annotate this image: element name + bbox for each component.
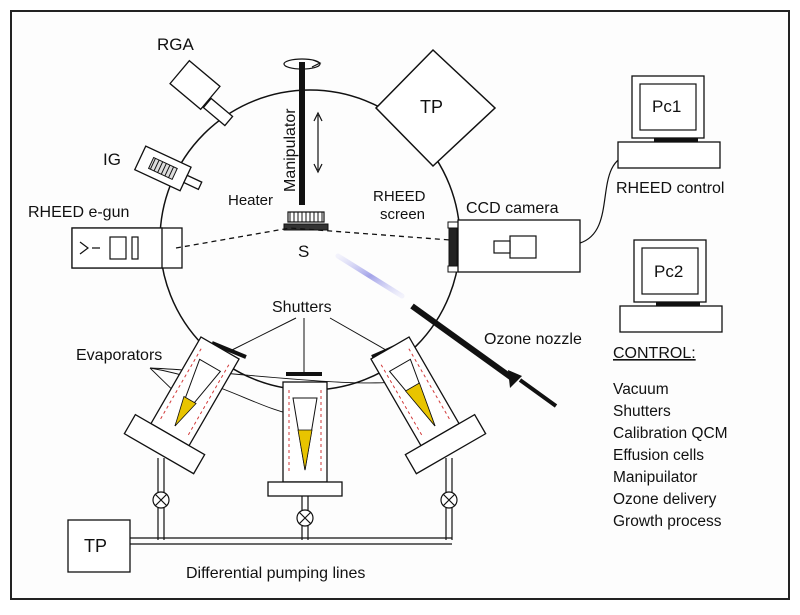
evaporator-left [123, 336, 240, 475]
valve-icon [440, 491, 458, 509]
tp-bottom-label: TP [84, 536, 107, 556]
turbo-pump-top [374, 48, 497, 168]
control-item: Vacuum [613, 381, 669, 398]
turbo-pump-bottom [67, 519, 131, 573]
evaporator-center [267, 381, 343, 497]
rga-port [169, 59, 234, 127]
differential-pumping-label: Differential pumping lines [186, 565, 365, 582]
pc1-computer [617, 75, 721, 169]
rheed-screen-label-1: RHEED [373, 188, 426, 205]
evaporators-label: Evaporators [76, 347, 162, 364]
ccd-camera [457, 219, 581, 273]
manipulator [283, 58, 323, 205]
manipulator-label: Manipulator [282, 108, 299, 192]
rga-label: RGA [157, 35, 195, 54]
valve-icon [152, 491, 170, 509]
substrate-label: S [298, 242, 309, 261]
control-item: Growth process [613, 513, 722, 530]
heater [283, 211, 329, 231]
ion-gauge [133, 145, 203, 192]
rheed-screen-label-2: screen [380, 206, 425, 223]
control-item: Ozone delivery [613, 491, 717, 508]
pc2-computer [619, 239, 723, 333]
evaporator-right [370, 336, 487, 475]
shutters-label: Shutters [272, 299, 332, 316]
control-list: Vacuum Shutters Calibration QCM Effusion… [613, 381, 728, 530]
rheed-egun [71, 227, 183, 269]
pc2-label: Pc2 [654, 262, 683, 281]
ozone-nozzle [410, 303, 514, 381]
rheed-screen [448, 225, 458, 267]
ozone-beam [335, 253, 405, 299]
control-item: Calibration QCM [613, 425, 728, 442]
tp-top-label: TP [420, 97, 443, 117]
rheed-electron-beam [175, 227, 451, 249]
ozone-nozzle-label: Ozone nozzle [484, 331, 582, 348]
ig-label: IG [103, 150, 121, 169]
control-item: Effusion cells [613, 447, 704, 464]
valve-icon [296, 509, 314, 527]
rheed-egun-label: RHEED e-gun [28, 204, 129, 221]
control-item: Shutters [613, 403, 671, 420]
heater-label: Heater [228, 192, 273, 209]
rheed-control-label: RHEED control [616, 180, 724, 197]
control-title: CONTROL: [613, 345, 696, 362]
pc1-label: Pc1 [652, 97, 681, 116]
ccd-camera-label: CCD camera [466, 200, 559, 217]
ozone-valve [508, 370, 558, 408]
control-item: Manipuilator [613, 469, 697, 486]
